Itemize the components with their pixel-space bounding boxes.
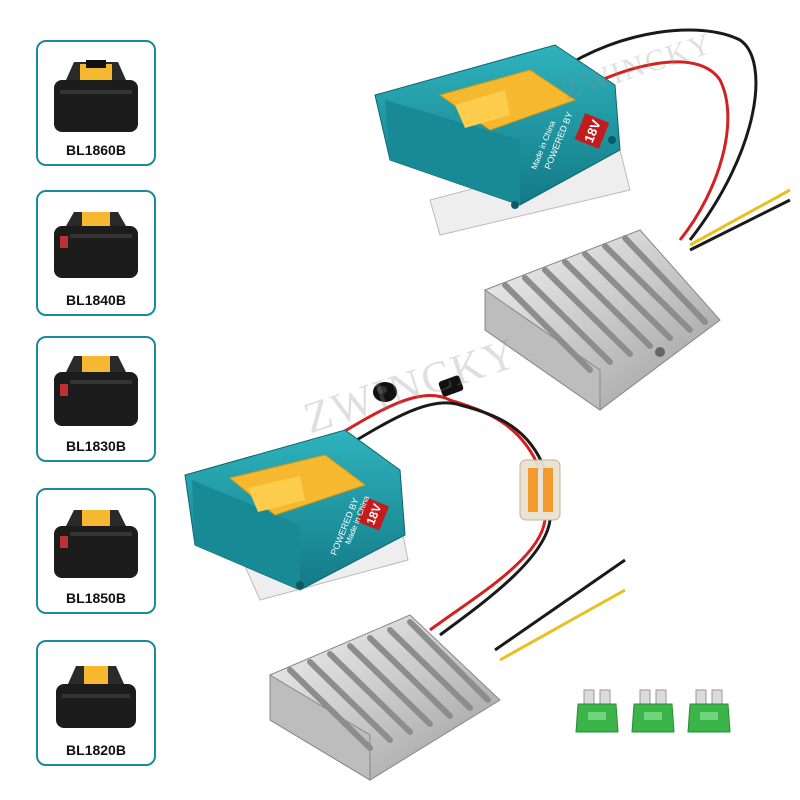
upper-wires xyxy=(559,28,791,252)
heatsink-converter-icon xyxy=(484,229,721,411)
wire-connector xyxy=(519,459,561,521)
blade-fuse-icon xyxy=(631,689,675,733)
battery-card-2: BL1840B xyxy=(36,190,156,316)
battery-adapter-icon: 18V POWERED BY Made in China xyxy=(184,429,409,601)
battery-adapter-icon: 18V POWERED BY Made in China xyxy=(374,44,631,236)
battery-card-1: BL1860B xyxy=(36,40,156,166)
battery-model-label: BL1860B xyxy=(66,142,126,158)
blade-fuse-icon xyxy=(575,689,619,733)
rocker-switch-icon xyxy=(373,382,397,402)
battery-pack-icon xyxy=(54,212,138,278)
battery-model-label: BL1830B xyxy=(66,438,126,454)
blade-fuse-icon xyxy=(687,689,731,733)
battery-model-label: BL1840B xyxy=(66,292,126,308)
battery-pack-icon xyxy=(54,510,138,578)
battery-model-label: BL1850B xyxy=(66,590,126,606)
battery-card-4: BL1850B xyxy=(36,488,156,614)
battery-pack-icon xyxy=(54,356,138,426)
battery-model-label: BL1820B xyxy=(66,742,126,758)
battery-pack-icon xyxy=(54,60,138,132)
battery-card-5: BL1820B xyxy=(36,640,156,766)
battery-pack-icon xyxy=(56,666,136,728)
inline-fuse-holder xyxy=(438,375,464,397)
lower-wires xyxy=(329,394,626,662)
battery-card-3: BL1830B xyxy=(36,336,156,462)
heatsink-converter-icon xyxy=(269,614,501,781)
